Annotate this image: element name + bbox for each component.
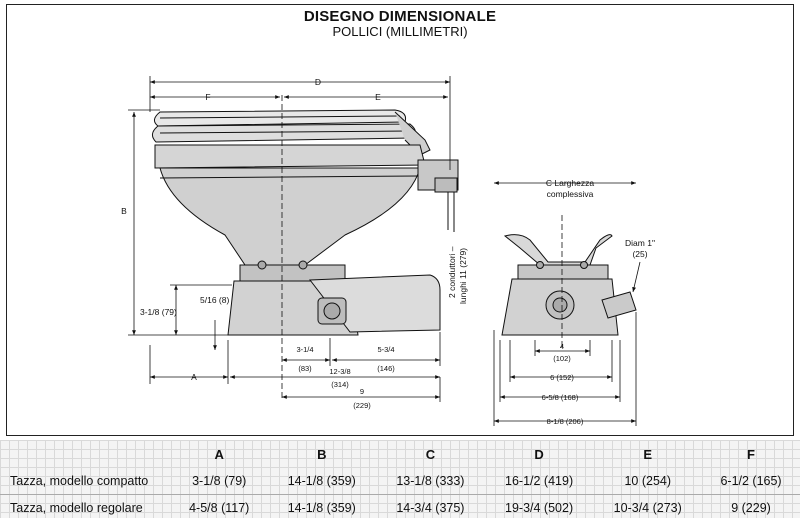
label-9: 9 — [360, 387, 364, 396]
table-cell: 4-5/8 (117) — [171, 495, 267, 521]
label-5-3-4: 5-3/4 — [377, 345, 394, 354]
dimension-drawing: D F E B A 5/16 (8) 3-1/8 (79) 3-1/4 (83)… — [0, 0, 800, 440]
label-F: F — [205, 92, 210, 102]
table-header-cell: B — [267, 440, 376, 468]
table-row: Tazza, modello compatto 3-1/8 (79) 14-1/… — [0, 468, 800, 495]
label-wires-1: 2 conduttori – — [447, 246, 457, 298]
label-229: (229) — [353, 401, 371, 410]
label-12-3-8: 12-3/8 — [329, 367, 350, 376]
table-cell: Tazza, modello regolare — [0, 495, 171, 521]
table-cell: 10 (254) — [593, 468, 702, 495]
label-146: (146) — [377, 364, 395, 373]
table-cell: 14-1/8 (359) — [267, 495, 376, 521]
label-C-2: complessiva — [547, 189, 594, 199]
table-cell: 14-3/4 (375) — [376, 495, 485, 521]
dimension-table-area: A B C D E F Tazza, modello compatto 3-1/… — [0, 440, 800, 518]
label-6-5-8: 6-5/8 (168) — [542, 393, 579, 402]
table-row: Tazza, modello regolare 4-5/8 (117) 14-1… — [0, 495, 800, 521]
table-header-cell: E — [593, 440, 702, 468]
table-header-cell: A — [171, 440, 267, 468]
table-header-cell: C — [376, 440, 485, 468]
label-diam-2: (25) — [632, 249, 647, 259]
label-83: (83) — [298, 364, 312, 373]
label-diam-1: Diam 1" — [625, 238, 655, 248]
table-cell: 14-1/8 (359) — [267, 468, 376, 495]
label-3-1-4: 3-1/4 — [296, 345, 313, 354]
label-bolt: 5/16 (8) — [200, 295, 229, 305]
label-B: B — [121, 206, 127, 216]
label-314: (314) — [331, 380, 349, 389]
label-8-1-8: 8-1/8 (206) — [547, 417, 584, 426]
table-header-cell: D — [485, 440, 594, 468]
table-cell: 6-1/2 (165) — [702, 468, 800, 495]
table-header-cell — [0, 440, 171, 468]
label-3-1-8: 3-1/8 (79) — [140, 307, 177, 317]
side-view-toilet — [152, 95, 458, 400]
label-D: D — [315, 77, 321, 87]
table-header-cell: F — [702, 440, 800, 468]
table-cell: 16-1/2 (419) — [485, 468, 594, 495]
label-C-1: C Larghezza — [546, 178, 594, 188]
table-cell: 19-3/4 (502) — [485, 495, 594, 521]
table-cell: 10-3/4 (273) — [593, 495, 702, 521]
table-cell: Tazza, modello compatto — [0, 468, 171, 495]
label-102: (102) — [553, 354, 571, 363]
front-view-toilet — [502, 215, 636, 350]
dimension-table: A B C D E F Tazza, modello compatto 3-1/… — [0, 440, 800, 521]
label-A: A — [191, 372, 197, 382]
table-header-row: A B C D E F — [0, 440, 800, 468]
table-cell: 3-1/8 (79) — [171, 468, 267, 495]
table-cell: 9 (229) — [702, 495, 800, 521]
label-wires-2: lunghi 11 (279) — [458, 248, 468, 304]
label-E: E — [375, 92, 381, 102]
label-4: 4 — [560, 342, 564, 351]
label-6-152: 6 (152) — [550, 373, 574, 382]
table-cell: 13-1/8 (333) — [376, 468, 485, 495]
